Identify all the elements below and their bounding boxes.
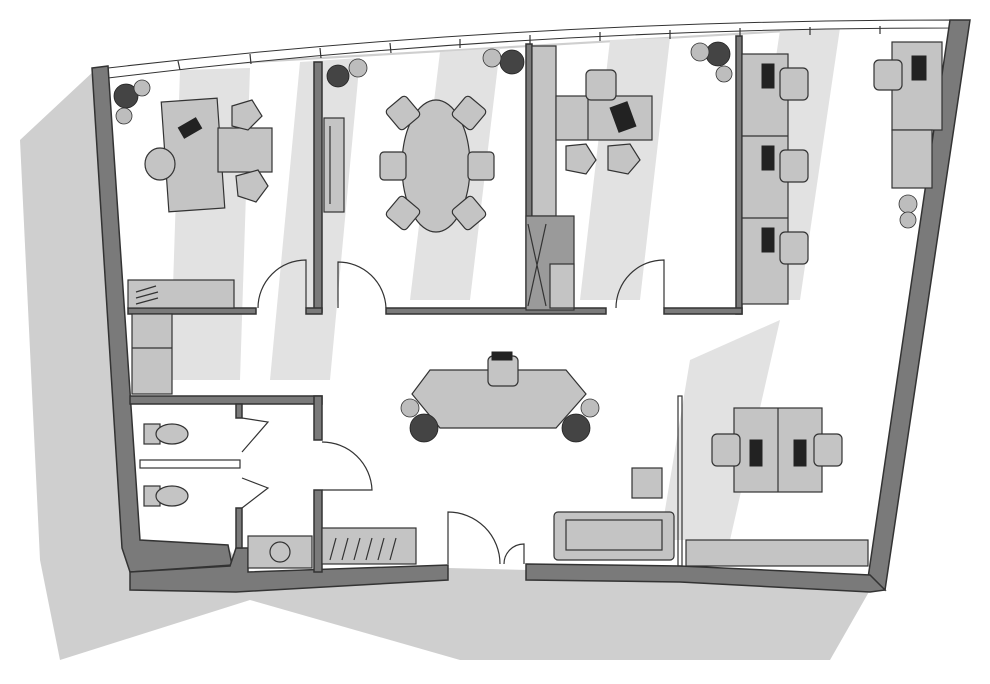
- potted-plant-icon: [113, 79, 151, 125]
- office-chair-icon[interactable]: [451, 95, 488, 132]
- open-office: [685, 407, 869, 567]
- computer-monitor-icon: [491, 351, 513, 361]
- wall-office2-bottom: [385, 307, 607, 315]
- partition-open-office: [677, 395, 683, 567]
- wall-office3-bottom: [663, 307, 743, 315]
- office-chair-icon[interactable]: [235, 169, 269, 203]
- office-chair-icon[interactable]: [467, 151, 495, 181]
- cabinet-icon: [323, 117, 345, 213]
- wall-wc-top: [129, 395, 323, 405]
- potted-plant-icon: [326, 58, 368, 88]
- reception: [321, 351, 675, 565]
- cabinet-icon: [891, 129, 933, 189]
- potted-plant-icon: [690, 41, 733, 83]
- door-office2[interactable]: [337, 261, 387, 309]
- office-chair-icon[interactable]: [873, 59, 903, 91]
- cabinet-icon: [531, 45, 557, 217]
- wall-left: [91, 65, 233, 573]
- office-3: [525, 41, 733, 311]
- computer-monitor-icon: [761, 63, 775, 89]
- office-chair-icon[interactable]: [607, 143, 641, 175]
- office-chair-icon[interactable]: [385, 195, 422, 232]
- file-binders: [135, 285, 159, 305]
- office-chair-icon[interactable]: [779, 149, 809, 183]
- cabinet-icon: [321, 527, 417, 565]
- wc-partition: [139, 459, 241, 469]
- office-chair-icon[interactable]: [231, 99, 263, 131]
- doors: [241, 259, 665, 565]
- window-mullions: [177, 26, 881, 71]
- office-chair-icon[interactable]: [813, 433, 843, 467]
- office-chair-icon[interactable]: [779, 231, 809, 265]
- reception-desk-icon: [411, 369, 587, 429]
- wall-bottom-left: [129, 547, 449, 593]
- computer-monitor-icon: [177, 117, 203, 139]
- office-chair-icon[interactable]: [711, 433, 741, 467]
- door-office1[interactable]: [257, 259, 307, 309]
- side-table: [631, 467, 663, 499]
- wall-office1-stub: [305, 307, 323, 315]
- cabinet-icon: [127, 279, 235, 309]
- potted-plant-icon: [898, 194, 918, 229]
- file-binders: [329, 537, 397, 561]
- cabinet-icon: [685, 539, 869, 567]
- computer-monitor-icon: [761, 227, 775, 253]
- door-office3[interactable]: [615, 259, 665, 309]
- door-wc[interactable]: [321, 441, 373, 491]
- wall-wc-stall-lower: [235, 507, 243, 549]
- sink-icon: [247, 535, 313, 569]
- restroom: [143, 423, 313, 569]
- office-2-conference: [323, 48, 525, 233]
- wall-bottom-right: [525, 563, 887, 593]
- toilet-icon: [143, 485, 189, 507]
- office-chair-icon[interactable]: [451, 195, 488, 232]
- potted-plant-icon: [400, 398, 439, 443]
- storage-cross: [527, 223, 547, 307]
- wall-wc-right-top: [313, 395, 323, 441]
- computer-monitor-icon: [761, 145, 775, 171]
- office-chair-icon[interactable]: [779, 67, 809, 101]
- office-4: [741, 41, 943, 305]
- walls: [91, 19, 971, 593]
- office-1: [113, 79, 273, 395]
- light-beam: [660, 320, 780, 540]
- wall-office3-office4: [735, 35, 743, 315]
- door-wc-stall-2[interactable]: [241, 477, 270, 509]
- cabinet-icon: [549, 263, 575, 309]
- wall-office1-office2: [313, 61, 323, 313]
- office-chair-icon[interactable]: [585, 69, 617, 101]
- sofa-seat: [565, 519, 663, 551]
- office-chair-icon[interactable]: [385, 95, 422, 132]
- computer-monitor-icon: [749, 439, 763, 467]
- door-entrance-left[interactable]: [447, 511, 501, 565]
- wall-wc-stall: [235, 403, 243, 419]
- wall-office1-bottom: [127, 307, 257, 315]
- potted-plant-icon: [561, 398, 600, 443]
- sofa-icon[interactable]: [553, 511, 675, 561]
- computer-monitor-icon: [793, 439, 807, 467]
- toilet-icon: [143, 423, 189, 445]
- door-wc-stall-1[interactable]: [241, 417, 270, 453]
- computer-monitor-icon: [609, 101, 637, 133]
- office-desk: [555, 95, 653, 141]
- office-chair-icon[interactable]: [144, 147, 176, 181]
- office-chair-icon[interactable]: [565, 143, 597, 175]
- office-chair-icon[interactable]: [379, 151, 407, 181]
- potted-plant-icon: [482, 48, 525, 75]
- wall-wc-right-bottom: [313, 489, 323, 573]
- computer-monitor-icon: [911, 55, 927, 81]
- cabinet-icon: [131, 313, 173, 395]
- door-entrance-right[interactable]: [503, 543, 525, 565]
- office-desk-side: [217, 127, 273, 173]
